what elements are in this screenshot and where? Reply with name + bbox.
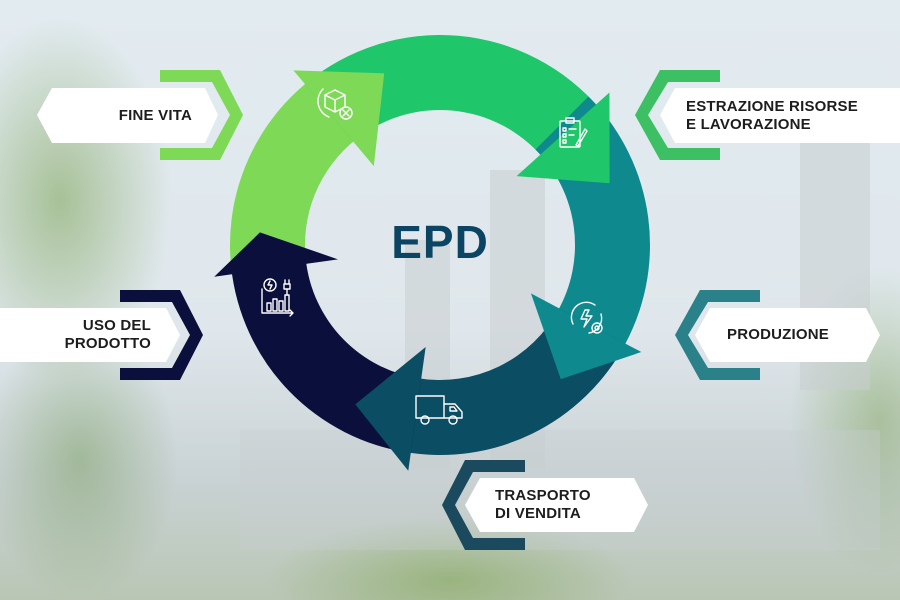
stage-label: FINE VITA	[118, 106, 192, 124]
produzione-arrow-head	[530, 293, 642, 380]
stage-uso: USO DEL PRODOTTO	[10, 308, 151, 362]
stage-label-line2: DI VENDITA	[495, 505, 581, 522]
estrazione-pill	[660, 88, 900, 143]
stage-label-line1: USO DEL	[82, 317, 151, 334]
stage-fine-vita: FINE VITA	[50, 88, 192, 143]
trasporto-bracket	[442, 460, 525, 550]
fine-vita-arrow-head	[293, 70, 385, 167]
produzione-pill	[695, 308, 880, 362]
uso-bracket	[120, 290, 203, 380]
produzione-bracket	[675, 290, 760, 380]
stage-label-line2: E LAVORAZIONE	[686, 115, 811, 133]
estrazione-arrow-body	[305, 35, 601, 159]
stage-label-line1: TRASPORTO	[495, 487, 591, 504]
fine-vita-arrow-body	[230, 79, 357, 275]
estrazione-arrow-head	[516, 92, 610, 184]
stage-label: PRODUZIONE	[727, 326, 830, 343]
truck-icon	[415, 395, 463, 425]
stage-produzione: PRODUZIONE	[727, 308, 877, 362]
stage-estrazione: ESTRAZIONE RISORSE E LAVORAZIONE	[686, 88, 900, 143]
estrazione-bracket	[635, 70, 720, 160]
energy-chart-icon	[261, 278, 294, 317]
clipboard-checklist-icon	[559, 117, 588, 148]
trasporto-pill	[465, 478, 648, 532]
fine-vita-bracket	[160, 70, 243, 160]
stage-label-line1: ESTRAZIONE RISORSE	[686, 97, 858, 115]
uso-pill	[0, 308, 180, 362]
energy-gear-icon	[570, 301, 603, 334]
uso-arrow-head	[214, 232, 339, 277]
trasporto-arrow-head	[355, 346, 426, 471]
box-remove-icon	[317, 88, 353, 120]
stage-label-line2: PRODOTTO	[64, 335, 151, 352]
fine-vita-pill	[37, 88, 218, 143]
stage-trasporto: TRASPORTO DI VENDITA	[495, 478, 635, 532]
center-title-epd: EPD	[391, 216, 489, 268]
